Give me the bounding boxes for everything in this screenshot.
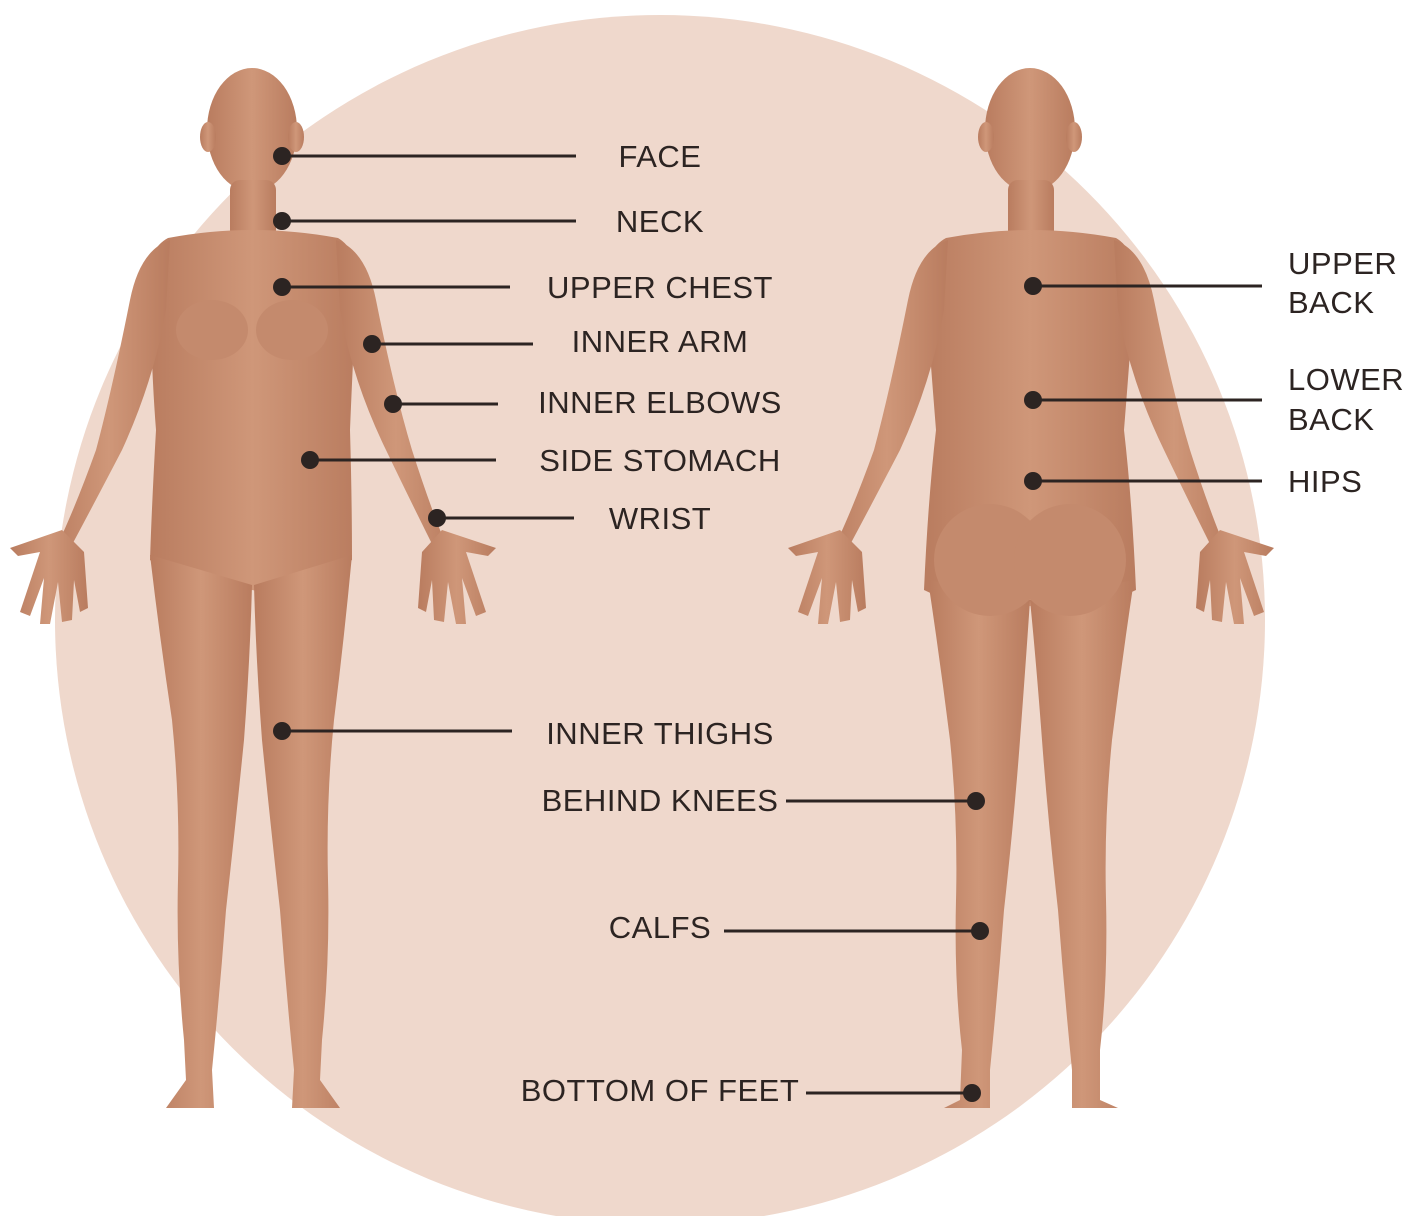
label-wrist: WRIST	[609, 501, 711, 536]
label-inner-arm: INNER ARM	[572, 324, 749, 359]
label-calfs: CALFS	[609, 910, 711, 945]
dot-bottom-of-feet	[963, 1084, 981, 1102]
dot-behind-knees	[967, 792, 985, 810]
dot-calfs	[971, 922, 989, 940]
dot-hips	[1024, 472, 1042, 490]
dot-inner-arm	[363, 335, 381, 353]
label-upper-chest: UPPER CHEST	[547, 270, 773, 305]
label-lower-back-line2: BACK	[1288, 402, 1374, 437]
label-behind-knees: BEHIND KNEES	[542, 783, 779, 818]
label-hips: HIPS	[1288, 464, 1362, 499]
label-upper-back-line1: UPPER	[1288, 246, 1397, 281]
label-inner-elbows: INNER ELBOWS	[538, 385, 782, 420]
label-neck: NECK	[616, 204, 704, 239]
dot-inner-thighs	[273, 722, 291, 740]
label-upper-back-line2: BACK	[1288, 285, 1374, 320]
dot-upper-chest	[273, 278, 291, 296]
label-side-stomach: SIDE STOMACH	[539, 443, 780, 478]
dot-wrist	[428, 509, 446, 527]
label-lower-back-line1: LOWER	[1288, 362, 1404, 397]
dot-side-stomach	[301, 451, 319, 469]
label-bottom-of-feet: BOTTOM OF FEET	[521, 1073, 800, 1108]
dot-lower-back	[1024, 391, 1042, 409]
dot-neck	[273, 212, 291, 230]
dot-inner-elbows	[384, 395, 402, 413]
label-face: FACE	[619, 139, 702, 174]
dot-face	[273, 147, 291, 165]
dot-upper-back	[1024, 277, 1042, 295]
label-inner-thighs: INNER THIGHS	[546, 716, 774, 751]
